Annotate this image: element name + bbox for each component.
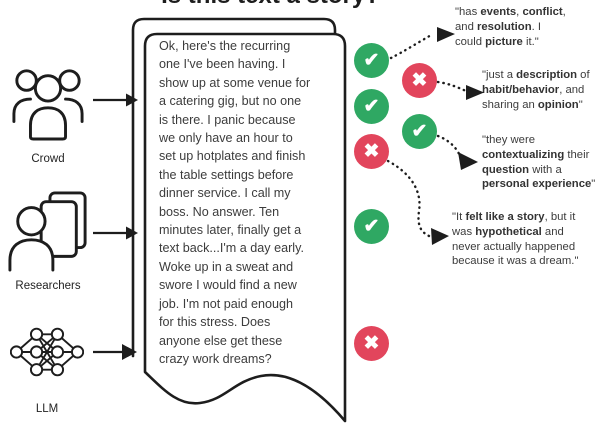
- neural-network-icon: [10, 327, 84, 377]
- cross-badge: ✖: [354, 134, 389, 169]
- arrowhead-quote4: [431, 228, 449, 245]
- rationale-quote-story: "has events, conflict, and resolution. I…: [455, 6, 566, 48]
- check-badge: ✔: [402, 114, 437, 149]
- source-llm: LLM: [8, 322, 86, 415]
- dotted-arrow-quote3: [436, 134, 462, 158]
- arrowhead-quote3: [458, 152, 478, 170]
- crowd-icon: [12, 69, 84, 141]
- check-badge: ✔: [354, 89, 389, 124]
- source-researchers-label: Researchers: [15, 280, 81, 292]
- rationale-quote-hypothetical: "It felt like a story, but it was hypoth…: [452, 211, 579, 268]
- rationale-quote-context: "they were contextualizing their questio…: [482, 134, 596, 191]
- source-crowd-label: Crowd: [31, 153, 65, 165]
- check-badge: ✔: [354, 209, 389, 244]
- scroll-front-page: [143, 32, 347, 423]
- source-researchers: Researchers: [2, 190, 94, 292]
- dotted-arrow-quote2: [436, 80, 468, 93]
- researchers-icon: [8, 191, 87, 272]
- reddit-post-text: Ok, here's the recurring one I've been h…: [159, 39, 311, 366]
- scroll-back-page: [131, 17, 337, 358]
- dotted-arrow-quote4: [386, 159, 431, 238]
- cross-badge: ✖: [354, 326, 389, 361]
- source-crowd: Crowd: [9, 62, 87, 165]
- figure-title: Is this text a story?: [128, 0, 413, 9]
- scroll-document: [131, 17, 347, 423]
- cross-badge: ✖: [402, 63, 437, 98]
- check-badge: ✔: [354, 43, 389, 78]
- arrowhead-quote1: [437, 27, 455, 42]
- dotted-arrow-quote1: [389, 32, 435, 60]
- source-llm-label: LLM: [35, 403, 59, 415]
- rationale-quote-description: "just a description of habit/behavior, a…: [482, 69, 590, 111]
